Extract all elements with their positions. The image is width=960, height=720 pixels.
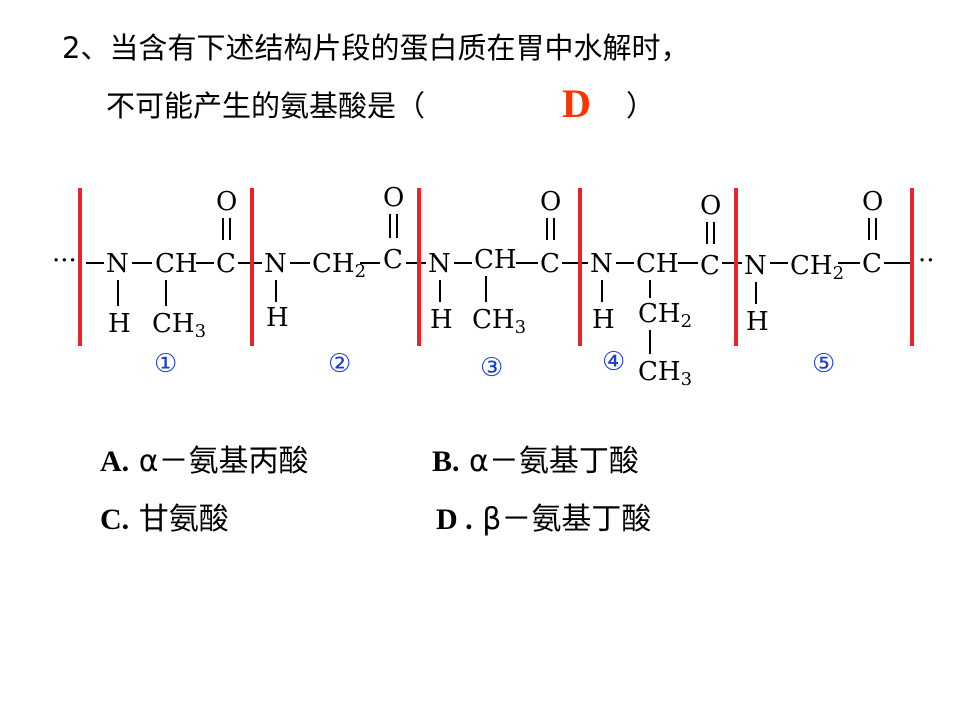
oxygen-1: O — [216, 187, 237, 217]
nitrogen-4: N — [590, 249, 613, 279]
nitrogen-5: N — [744, 251, 767, 281]
option-a-letter: A. — [100, 445, 130, 478]
carbonyl-carbon-5: C — [862, 249, 882, 279]
answer-letter: D — [562, 81, 591, 126]
alpha-carbon-3: CH — [474, 245, 517, 275]
question-close-paren: ） — [626, 89, 656, 123]
option-b-text: α－氨基丁酸 — [459, 444, 639, 479]
nitrogen-1: N — [106, 249, 129, 279]
leading-dots: ··· — [52, 246, 77, 276]
option-c-text: 甘氨酸 — [129, 502, 229, 537]
amide-hydrogen-5: H — [746, 307, 769, 337]
option-d[interactable]: D . β－氨基丁酸 — [436, 500, 651, 540]
nitrogen-2: N — [264, 249, 287, 279]
side-chain-4-ch3: CH3 — [638, 357, 692, 390]
segment-number-4: ④ — [602, 347, 625, 377]
amide-hydrogen-1: H — [108, 309, 131, 339]
residue-1: N H CH CH3 C O — [106, 187, 237, 342]
segment-number-1: ① — [154, 349, 177, 379]
oxygen-4: O — [700, 191, 721, 221]
segment-number-5: ⑤ — [812, 349, 835, 379]
segment-number-2: ② — [328, 349, 351, 379]
alpha-carbon-5: CH2 — [790, 251, 844, 284]
side-chain-4-ch2: CH2 — [638, 299, 692, 332]
question-line-2: 不可能产生的氨基酸是（ — [106, 89, 426, 123]
option-a-text: α－氨基丙酸 — [129, 444, 309, 479]
amide-hydrogen-2: H — [266, 303, 289, 333]
carbonyl-carbon-4: C — [700, 251, 720, 281]
carbonyl-carbon-2: C — [383, 245, 403, 275]
oxygen-5: O — [862, 187, 883, 217]
segment-numbers: ① ② ③ ④ ⑤ — [154, 347, 835, 383]
side-chain-1: CH3 — [152, 309, 206, 342]
nitrogen-3: N — [428, 249, 451, 279]
amide-hydrogen-4: H — [592, 305, 615, 335]
oxygen-2: O — [383, 183, 404, 213]
trailing-dots: ·· — [918, 246, 935, 276]
option-d-letter: D . — [436, 503, 473, 536]
peptide-structure-diagram: ··· ·· N H CH CH3 C O N H CH2 C O N H CH… — [52, 183, 935, 390]
alpha-carbon-1: CH — [155, 249, 198, 279]
alpha-carbon-2: CH2 — [312, 249, 366, 282]
alpha-carbon-4: CH — [636, 249, 679, 279]
carbonyl-carbon-3: C — [540, 249, 560, 279]
residue-4: N H CH CH2 CH3 C O — [590, 191, 721, 390]
residue-5: N H CH2 C O — [744, 187, 883, 337]
cleavage-dividers — [78, 188, 914, 346]
residue-2: N H CH2 C O — [264, 183, 404, 333]
amide-hydrogen-3: H — [430, 305, 453, 335]
carbonyl-carbon-1: C — [216, 249, 236, 279]
option-a[interactable]: A. α－氨基丙酸 — [100, 442, 308, 482]
question-line-1: 2、当含有下述结构片段的蛋白质在胃中水解时， — [62, 31, 690, 65]
option-b-letter: B. — [432, 445, 460, 478]
segment-number-3: ③ — [480, 353, 503, 383]
residue-3: N H CH CH3 C O — [428, 187, 561, 338]
option-b[interactable]: B. α－氨基丁酸 — [432, 442, 639, 482]
side-chain-3: CH3 — [472, 305, 526, 338]
option-d-text: β－氨基丁酸 — [472, 502, 652, 537]
option-c[interactable]: C. 甘氨酸 — [100, 500, 229, 540]
option-c-letter: C. — [100, 503, 130, 536]
oxygen-3: O — [540, 187, 561, 217]
bonds — [86, 214, 910, 354]
